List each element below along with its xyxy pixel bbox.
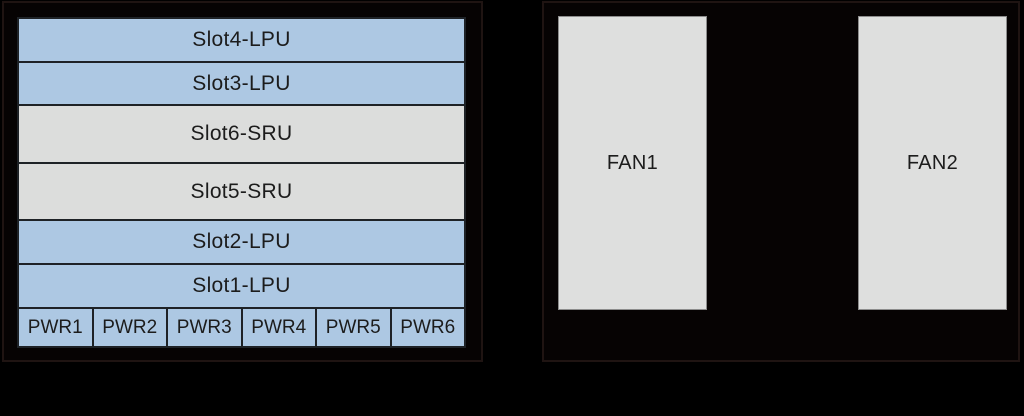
slot-row-slot3-lpu: Slot3-LPU (17, 61, 466, 106)
slot-label: Slot1-LPU (192, 274, 291, 297)
slot-row-slot2-lpu: Slot2-LPU (17, 219, 466, 265)
slot-row-slot1-lpu: Slot1-LPU (17, 263, 466, 309)
slot-label: Slot5-SRU (190, 179, 293, 203)
power-slot-pwr2: PWR2 (91, 307, 168, 348)
slot-row-slot5-sru: Slot5-SRU (17, 162, 466, 221)
slot-label: Slot4-LPU (192, 28, 291, 51)
power-slot-pwr5: PWR5 (315, 307, 392, 348)
chassis-front-panel: Slot4-LPU Slot3-LPU Slot6-SRU Slot5-SRU … (2, 1, 483, 362)
power-slot-pwr3: PWR3 (166, 307, 243, 348)
fan-tray-fan1: FAN1 (558, 16, 707, 310)
power-slot-pwr4: PWR4 (240, 307, 317, 348)
power-slot-pwr1: PWR1 (17, 307, 94, 348)
fan-label: FAN2 (906, 151, 959, 174)
fan-tray-fan2: FAN2 (858, 16, 1007, 310)
slot-label: Slot2-LPU (192, 230, 291, 253)
slot-table: Slot4-LPU Slot3-LPU Slot6-SRU Slot5-SRU … (17, 17, 466, 348)
slot-row-slot6-sru: Slot6-SRU (17, 104, 466, 164)
fan-label: FAN1 (606, 151, 659, 174)
slot-label: Slot6-SRU (190, 122, 293, 145)
power-slot-row: PWR1 PWR2 PWR3 PWR4 PWR5 PWR6 (17, 307, 466, 348)
slot-row-slot4-lpu: Slot4-LPU (17, 17, 466, 63)
fan-panel: FAN1 FAN2 (542, 1, 1020, 362)
slot-label: Slot3-LPU (192, 71, 291, 95)
power-slot-pwr6: PWR6 (389, 307, 466, 348)
